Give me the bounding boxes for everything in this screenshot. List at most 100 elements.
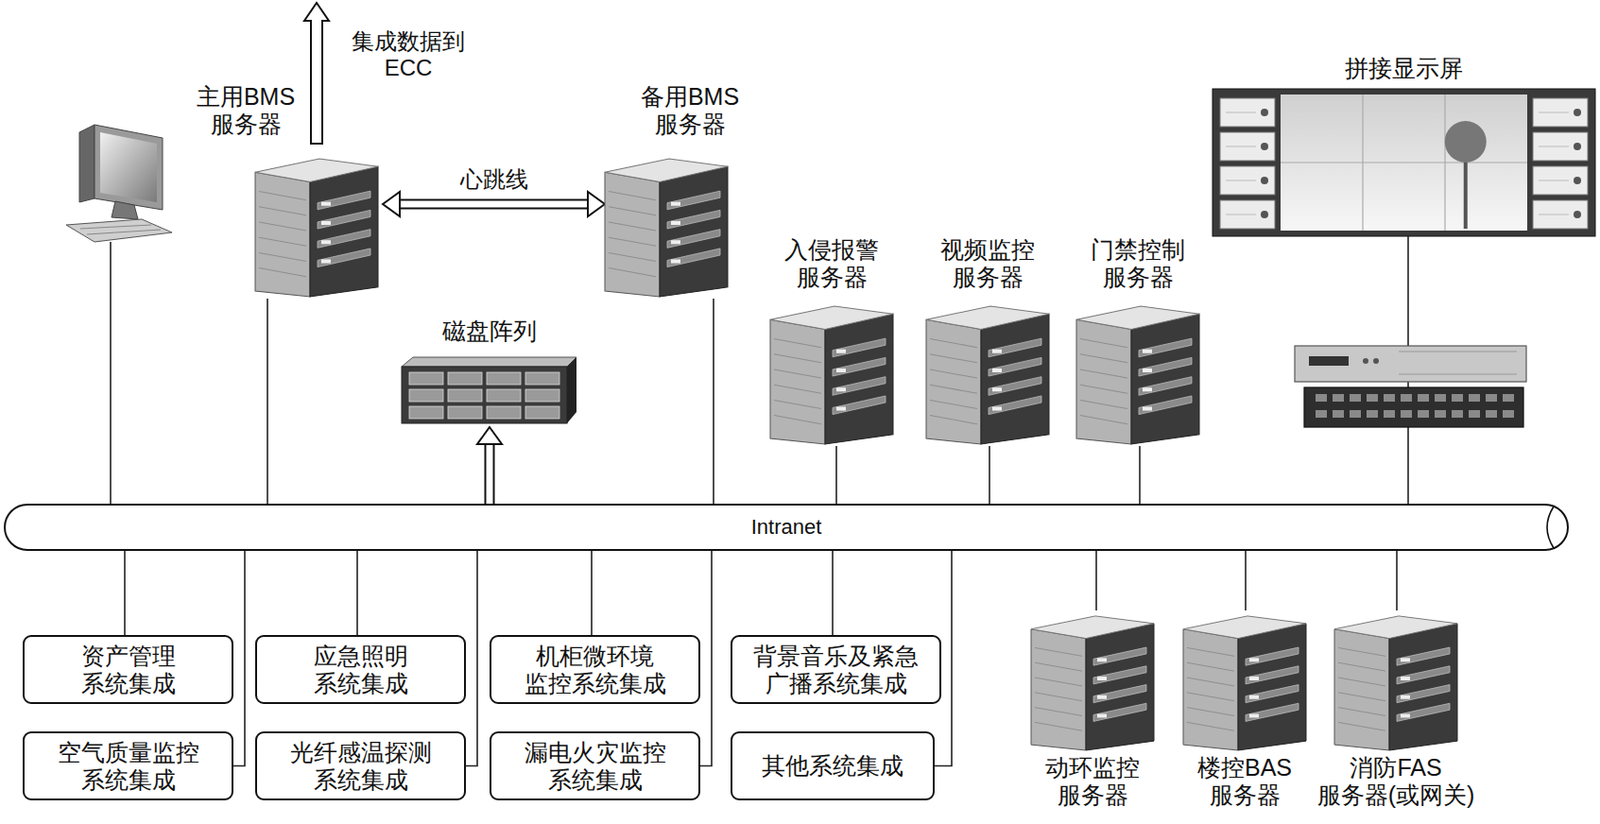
connector-line — [712, 298, 715, 504]
connector — [1245, 550, 1247, 611]
system-box: 资产管理 系统集成 — [22, 635, 234, 705]
connector-line — [123, 550, 126, 636]
server-graphic — [1031, 610, 1154, 751]
network-wire — [109, 241, 112, 504]
system-box: 背景音乐及紧急 广播系统集成 — [730, 635, 942, 705]
device-label: 门禁控制 服务器 — [1071, 236, 1205, 292]
connector — [267, 298, 269, 504]
screen-graphic — [1212, 88, 1596, 237]
box-label: 资产管理 系统集成 — [32, 642, 224, 698]
device-label: 视频监控 服务器 — [921, 236, 1054, 292]
device-label: 楼控BAS 服务器 — [1173, 754, 1316, 809]
system-box: 应急照明 系统集成 — [255, 635, 466, 705]
server: 主用BMS 服务器 — [184, 83, 383, 299]
box-label: 机柜微环境 监控系统集成 — [498, 642, 691, 698]
device-label: 磁盘阵列 — [392, 317, 586, 345]
connector — [477, 427, 502, 504]
box-label: 背景音乐及紧急 广播系统集成 — [739, 642, 932, 698]
arrow-head — [382, 191, 400, 217]
connector-line — [988, 446, 991, 504]
server: 备用BMS 服务器 — [604, 83, 766, 299]
server-icon — [1334, 616, 1458, 751]
connector-line — [1395, 550, 1398, 611]
server-graphic — [1183, 610, 1307, 751]
connector-outline — [484, 443, 496, 504]
connector-line — [1244, 550, 1247, 611]
box-label: 空气质量监控 系统集成 — [32, 739, 224, 794]
video-wall: 拼接显示屏 — [1212, 54, 1596, 237]
connector — [591, 550, 593, 636]
connector — [465, 550, 478, 767]
box-label: 漏电火灾监控 系统集成 — [498, 739, 691, 794]
connector-core — [486, 443, 494, 504]
network-bus: Intranet — [3, 503, 1569, 551]
arrow-head — [587, 191, 605, 217]
edge-label: 心跳线 — [456, 166, 533, 193]
connector-line — [356, 550, 359, 636]
device-label: 消防FAS 服务器(或网关) — [1315, 754, 1477, 809]
connector-line — [700, 550, 712, 767]
pipe-end — [1547, 506, 1554, 549]
connector — [836, 446, 838, 504]
matrix-controller — [1294, 345, 1527, 428]
connector-line — [831, 550, 834, 636]
disk-array-icon — [401, 357, 577, 424]
connector-line — [835, 446, 838, 504]
video-wall-icon — [1212, 88, 1596, 237]
server: 楼控BAS 服务器 — [1183, 610, 1307, 813]
server-graphic — [770, 300, 894, 445]
connector — [1096, 550, 1098, 611]
server-icon — [604, 158, 728, 297]
connector — [382, 191, 605, 217]
server-icon — [770, 306, 894, 445]
device-label: 入侵报警 服务器 — [765, 236, 898, 292]
connector — [713, 298, 715, 504]
connector — [989, 446, 991, 504]
connector-line — [1095, 550, 1098, 611]
disk-array: 磁盘阵列 — [392, 317, 586, 428]
arrow-head — [477, 427, 502, 445]
connector-outline — [398, 199, 589, 210]
system-box: 其他系统集成 — [730, 731, 935, 801]
server-graphic — [1334, 610, 1458, 751]
system-box: 光纤感温探测 系统集成 — [255, 731, 466, 801]
server-graphic — [255, 153, 379, 297]
system-box: 空气质量监控 系统集成 — [22, 731, 234, 801]
box-label: 光纤感温探测 系统集成 — [264, 739, 457, 794]
uplink-arrow — [304, 2, 329, 144]
system-box: 机柜微环境 监控系统集成 — [489, 635, 701, 705]
server-graphic — [1076, 300, 1200, 445]
server-icon — [255, 158, 379, 297]
bus-label: Intranet — [751, 515, 823, 539]
server-graphic — [926, 300, 1050, 445]
device-label: 拼接显示屏 — [1212, 54, 1596, 83]
server-icon — [1031, 616, 1154, 751]
connector — [832, 550, 834, 636]
connector — [233, 550, 245, 767]
connector-line — [266, 298, 269, 504]
server-graphic — [604, 153, 728, 297]
device-label: 备用BMS 服务器 — [623, 83, 757, 138]
server: 视频监控 服务器 — [926, 236, 1050, 447]
connector-core — [398, 201, 589, 208]
server: 入侵报警 服务器 — [770, 236, 894, 447]
connector-line — [233, 550, 245, 767]
box-label: 其他系统集成 — [761, 752, 904, 780]
server-icon — [926, 306, 1050, 445]
connector — [1139, 446, 1141, 504]
connector — [357, 550, 359, 636]
connector-line — [465, 550, 478, 767]
connector-line — [1138, 446, 1141, 504]
device-label: 主用BMS 服务器 — [184, 83, 308, 138]
annotation: 集成数据到 ECC — [332, 28, 484, 81]
server: 动环监控 服务器 — [1031, 610, 1154, 813]
server: 门禁控制 服务器 — [1076, 236, 1200, 447]
box-label: 应急照明 系统集成 — [264, 642, 457, 698]
cap-graphic — [1529, 505, 1564, 550]
server-icon — [1076, 306, 1200, 445]
disk-graphic — [401, 357, 577, 424]
server: 消防FAS 服务器(或网关) — [1334, 610, 1458, 813]
connector — [124, 550, 126, 636]
workstation-icon — [66, 124, 173, 242]
